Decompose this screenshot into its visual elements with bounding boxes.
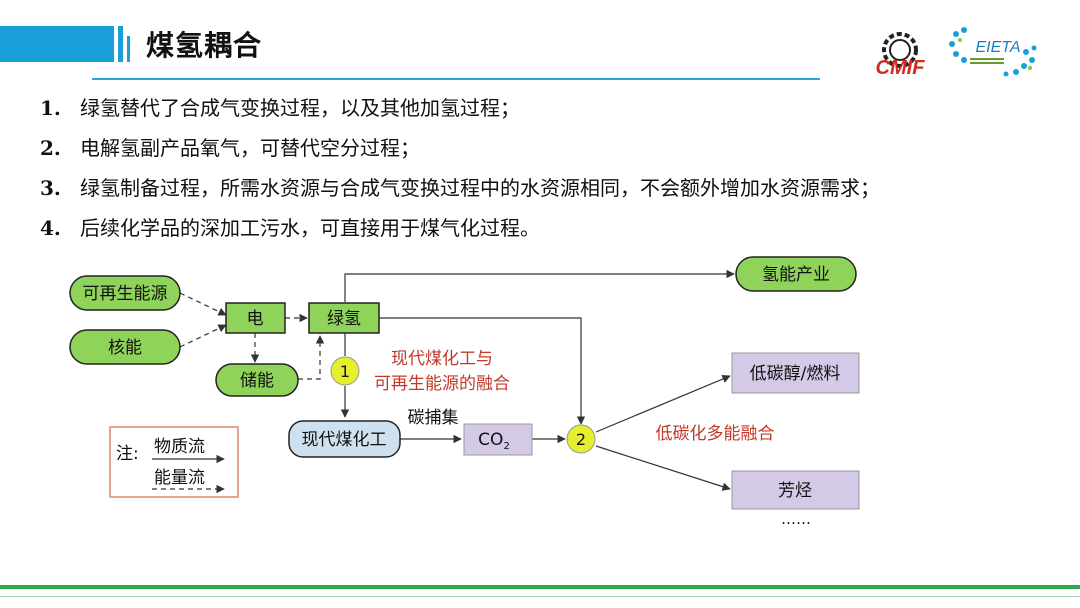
- renewable-energy-label: 可再生能源: [83, 284, 168, 304]
- page-title: 煤氢耦合: [146, 29, 263, 62]
- green-hydrogen-label: 绿氢: [327, 309, 361, 329]
- footer-divider: [0, 585, 1080, 589]
- legend-energy-flow-label: 能量流: [154, 468, 205, 488]
- list-item: 2. 电解氢副产品氧气，可替代空分过程；: [40, 136, 880, 176]
- fusion-node-2-label: 2: [576, 430, 586, 449]
- cmif-logo-text: CMIF: [876, 57, 926, 79]
- list-item-text: 绿氢替代了合成气变换过程，以及其他加氢过程；: [80, 96, 520, 120]
- list-item-number: 4.: [40, 216, 61, 240]
- connector-node2-to-aromatics: [595, 445, 731, 491]
- energy-storage-label: 储能: [240, 371, 274, 391]
- fusion-node-2: [566, 424, 596, 454]
- list-item: 4. 后续化学品的深加工污水，可直接用于煤气化过程。: [40, 216, 880, 256]
- fusion-1-label-line2: 可再生能源的融合: [374, 374, 510, 394]
- legend-note-label: 注:: [116, 444, 139, 464]
- modern-coal-chemical-label: 现代煤化工: [302, 430, 387, 450]
- list-item-number: 3.: [40, 176, 61, 200]
- low-carbon-fusion-label: 低碳化多能融合: [656, 424, 775, 444]
- list-item-text: 后续化学品的深加工污水，可直接用于煤气化过程。: [80, 216, 540, 240]
- more-products-ellipsis: ……: [781, 510, 811, 528]
- energy-storage-node: [215, 363, 299, 397]
- nuclear-energy-node: [69, 329, 181, 365]
- key-points-list: 1. 绿氢替代了合成气变换过程，以及其他加氢过程； 2. 电解氢副产品氧气，可替代空…: [40, 96, 880, 256]
- nuclear-energy-label: 核能: [108, 338, 142, 358]
- low-carbon-fuel-node: [731, 352, 860, 394]
- footer-divider-thin: [0, 596, 1080, 597]
- list-item: 1. 绿氢替代了合成气变换过程，以及其他加氢过程；: [40, 96, 880, 136]
- list-item-text: 电解氢副产品氧气，可替代空分过程；: [80, 136, 420, 160]
- carbon-capture-label: 碳捕集: [408, 408, 459, 428]
- green-hydrogen-node: [308, 302, 380, 334]
- header-accent-stripe-thin: [127, 36, 130, 62]
- aromatics-label: 芳烃: [778, 481, 812, 501]
- header-divider: [92, 78, 820, 80]
- connector-green-h2-to-hydrogen-industry: [344, 269, 735, 302]
- connector-green-h2-to-node2: [379, 317, 586, 425]
- connector-storage-to-green-h2: [298, 335, 325, 380]
- hydrogen-industry-node: [735, 256, 857, 292]
- list-item-number: 2.: [40, 136, 61, 160]
- legend-material-flow-label: 物质流: [154, 437, 205, 457]
- fusion-node-1: [330, 356, 360, 386]
- eieta-logo: EIETA: [949, 27, 1037, 77]
- electricity-node: [225, 302, 286, 334]
- renewable-energy-node: [69, 275, 181, 311]
- co2-node: [463, 423, 533, 456]
- modern-coal-chemical-node: [288, 420, 401, 458]
- header-accent-bar: [0, 26, 114, 62]
- header-accent-stripe: [118, 26, 123, 62]
- connector-node2-to-fuels: [595, 375, 731, 433]
- hydrogen-industry-label: 氢能产业: [762, 265, 830, 285]
- list-item-number: 1.: [40, 96, 61, 120]
- list-item: 3. 绿氢制备过程，所需水资源与合成气变换过程中的水资源相同，不会额外增加水资源需…: [40, 176, 880, 216]
- cmif-logo: CMIF: [876, 32, 926, 79]
- electricity-label: 电: [247, 309, 264, 329]
- eieta-logo-text: EIETA: [975, 39, 1020, 56]
- aromatics-node: [731, 470, 860, 510]
- fusion-1-label-line1: 现代煤化工与: [391, 349, 493, 369]
- list-item-text: 绿氢制备过程，所需水资源与合成气变换过程中的水资源相同，不会额外增加水资源需求；: [80, 176, 880, 200]
- connector-renewable-to-electricity: [179, 292, 227, 316]
- fusion-node-1-label: 1: [340, 362, 350, 381]
- co2-label: CO2: [478, 430, 510, 452]
- low-carbon-fuel-label: 低碳醇/燃料: [750, 364, 841, 384]
- connector-nuclear-to-electricity: [179, 324, 227, 348]
